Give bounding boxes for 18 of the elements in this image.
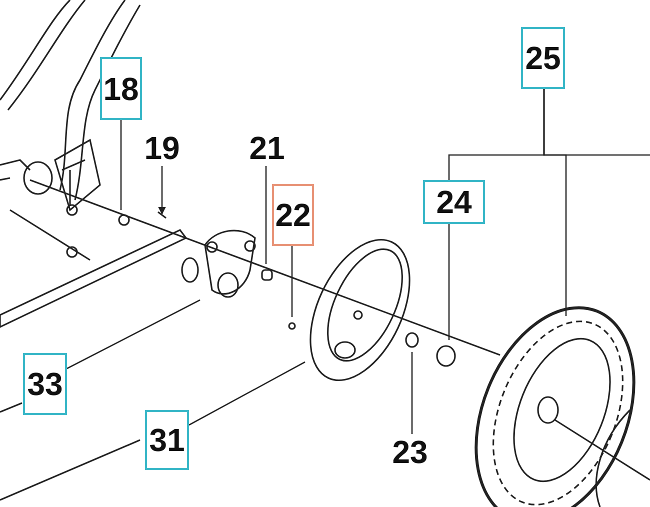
callout-number: 23 xyxy=(388,434,432,470)
leader-line xyxy=(120,120,122,210)
callout-number: 22 xyxy=(272,184,314,246)
callout-number: 24 xyxy=(423,180,485,224)
leader-line xyxy=(291,246,293,317)
callout-number: 31 xyxy=(145,410,189,470)
callout-number: 33 xyxy=(23,353,67,415)
callout-number: 18 xyxy=(100,57,142,120)
leader-line xyxy=(448,224,450,340)
leader-line xyxy=(265,166,267,264)
leader-line xyxy=(188,361,306,426)
leader-line xyxy=(158,166,166,215)
leader-line xyxy=(411,352,413,434)
leader-line xyxy=(66,299,200,370)
leader-line xyxy=(543,89,650,156)
callout-number: 21 xyxy=(245,130,289,166)
callout-number: 25 xyxy=(521,27,565,89)
callout-number: 19 xyxy=(140,130,184,166)
